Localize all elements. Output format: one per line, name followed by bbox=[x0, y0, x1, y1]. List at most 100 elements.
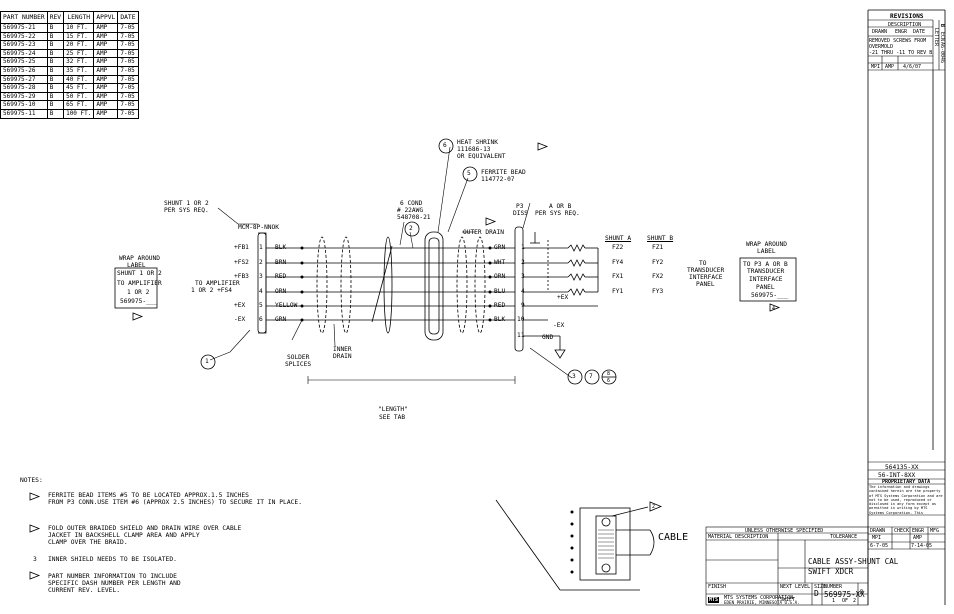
revisions-text1: REMOVED SCREWS FROM bbox=[869, 38, 927, 44]
gnd-label: GND bbox=[542, 334, 554, 341]
unless-note: UNLESS OTHERWISE SPECIFIED bbox=[745, 528, 824, 534]
note-2-line2: JACKET IN BACKSHELL CLAMP AREA AND APPLY bbox=[48, 532, 200, 539]
solder-splices bbox=[300, 246, 492, 322]
right-pin-number: 4 bbox=[521, 288, 525, 295]
left-pin-signal: +FS2 bbox=[234, 259, 249, 266]
revisions-eco-number: A6-0046 bbox=[939, 42, 945, 64]
left-pin-signal: +FB1 bbox=[234, 244, 249, 251]
p3-label: P3 bbox=[516, 203, 524, 210]
sheet-total: 2 bbox=[853, 598, 857, 604]
cond-label: 6 COND bbox=[400, 200, 423, 207]
shunt-b-value: FY3 bbox=[652, 288, 664, 295]
left-wire-color: BLK bbox=[275, 244, 287, 251]
size-header: SIZE bbox=[814, 584, 827, 590]
shield-lines bbox=[316, 236, 486, 334]
left-pin-number: 4 bbox=[259, 288, 263, 295]
per-sys-label: PER SYS REQ. bbox=[535, 210, 580, 217]
p3-type: DISS bbox=[513, 210, 528, 217]
proprietary-title: PROPRIETARY DATA bbox=[882, 479, 931, 485]
note-4-line3: CURRENT REV. LEVEL. bbox=[48, 587, 121, 594]
to-amplifier-label2: 1 OR 2 +FS4 bbox=[191, 287, 232, 294]
left-label-line2: TO AMPLIFIER bbox=[117, 280, 162, 287]
rev-value: B bbox=[860, 589, 864, 596]
drawn-header: DRAWN bbox=[870, 528, 886, 534]
drawing-title-1: CABLE ASSY-SHUNT CAL bbox=[808, 557, 899, 566]
left-pin-signal: +EX bbox=[234, 302, 246, 309]
revisions-letter: LETTER bbox=[933, 28, 939, 47]
shunt-left-label2: PER SYS REQ. bbox=[164, 207, 209, 214]
right-pin-number: 1 bbox=[521, 244, 525, 251]
heat-shrink-inner bbox=[428, 237, 440, 335]
right-label-line1: TO P3 A OR B bbox=[743, 261, 788, 268]
col-rev: REV bbox=[46, 11, 65, 24]
proprietary-text: The information and drawings contained h… bbox=[869, 485, 943, 515]
col-length: LENGTH bbox=[63, 11, 95, 24]
engr-date: 7-14-05 bbox=[911, 543, 933, 549]
item-bubbles bbox=[200, 138, 617, 385]
revisions-text3: -21 THRU -11 TO REV B bbox=[869, 50, 933, 56]
left-pin-number: 6 bbox=[259, 316, 263, 323]
table-cell: 100 FT. bbox=[63, 108, 95, 119]
drawing-number: 569975-XX bbox=[824, 590, 865, 599]
excitation-label: +EX bbox=[557, 294, 569, 301]
right-wire-color: GRN bbox=[494, 244, 506, 251]
notes-title: NOTES: bbox=[20, 477, 43, 484]
awg-label: # 22AWG bbox=[397, 207, 424, 214]
to-amplifier-label: TO AMPLIFIER bbox=[195, 280, 240, 287]
note-2-line3: CLAMP OVER THE BRAID. bbox=[48, 539, 128, 546]
right-pin-number: 11 bbox=[517, 332, 525, 339]
flag-4-label: 4 bbox=[772, 306, 776, 312]
backshell-detail bbox=[495, 499, 655, 591]
left-connector-body bbox=[257, 232, 267, 334]
right-pin-number: 10 bbox=[517, 316, 525, 323]
check-header: CHECK bbox=[894, 528, 910, 534]
ferrite-pn: 114772-07 bbox=[481, 176, 515, 183]
material-header: MATERIAL DESCRIPTION bbox=[708, 534, 769, 540]
finish-header: FINISH bbox=[708, 584, 727, 590]
col-appvl: APPVL bbox=[93, 11, 119, 24]
wrap-label-right: WRAP AROUND bbox=[746, 241, 787, 248]
drawn-value: MPI bbox=[872, 535, 882, 541]
bubble-6-sub: 6 bbox=[607, 378, 611, 384]
company-logo: MTS bbox=[708, 597, 720, 603]
cond-pn: 548708-21 bbox=[397, 214, 431, 221]
right-wire-color: ORN bbox=[494, 273, 506, 280]
left-label-line1: SHUNT 1 OR 2 bbox=[117, 270, 162, 277]
bubble-5: 5 bbox=[467, 170, 471, 177]
note-2-line1: FOLD OUTER BRAIDED SHIELD AND DRAIN WIRE… bbox=[48, 525, 242, 532]
table-cell: 7-05 bbox=[117, 108, 139, 119]
drawn-date: 6-7-05 bbox=[870, 543, 889, 549]
number-header: NUMBER bbox=[824, 584, 843, 590]
assy-reference: 56-INT-8XX bbox=[878, 472, 916, 479]
note-1-line1: FERRITE BEAD ITEMS #5 TO BE LOCATED APPR… bbox=[48, 492, 249, 499]
col-part-number: PART NUMBER bbox=[0, 11, 48, 24]
company-name: MTS SYSTEMS CORPORATION bbox=[724, 595, 794, 601]
table-header-row: PART NUMBER REV LENGTH APPVL DATE bbox=[0, 11, 139, 24]
shunt-b-value: FY2 bbox=[652, 259, 664, 266]
to-xdcr-label2: TRANSDUCER bbox=[687, 267, 725, 274]
note-flags bbox=[29, 142, 781, 580]
heat-shrink-label: HEAT SHRINK bbox=[457, 139, 498, 146]
cable-jacket bbox=[383, 236, 393, 334]
right-label-line3: INTERFACE bbox=[749, 276, 783, 283]
shunt-b-value: FZ1 bbox=[652, 244, 664, 251]
left-wire-color: GRN bbox=[275, 316, 287, 323]
left-wire-color: RED bbox=[275, 273, 287, 280]
left-wire-color: ORN bbox=[275, 288, 287, 295]
revisions-engr: ENGR bbox=[895, 29, 908, 35]
a-or-b-label: A OR B bbox=[549, 203, 572, 210]
cable-label: CABLE bbox=[658, 532, 689, 543]
note-3-number: 3 bbox=[33, 556, 37, 563]
wire-bundle bbox=[266, 247, 515, 321]
revisions-title: REVISIONS bbox=[890, 13, 924, 20]
length-label: "LENGTH" bbox=[378, 406, 408, 413]
right-connector-body bbox=[514, 226, 524, 352]
left-pin-signal: +FB3 bbox=[234, 273, 249, 280]
project-name: SWIFT bbox=[780, 597, 796, 603]
note-4-line1: PART NUMBER INFORMATION TO INCLUDE bbox=[48, 573, 177, 580]
revisions-drawn: DRAWN bbox=[872, 29, 888, 35]
